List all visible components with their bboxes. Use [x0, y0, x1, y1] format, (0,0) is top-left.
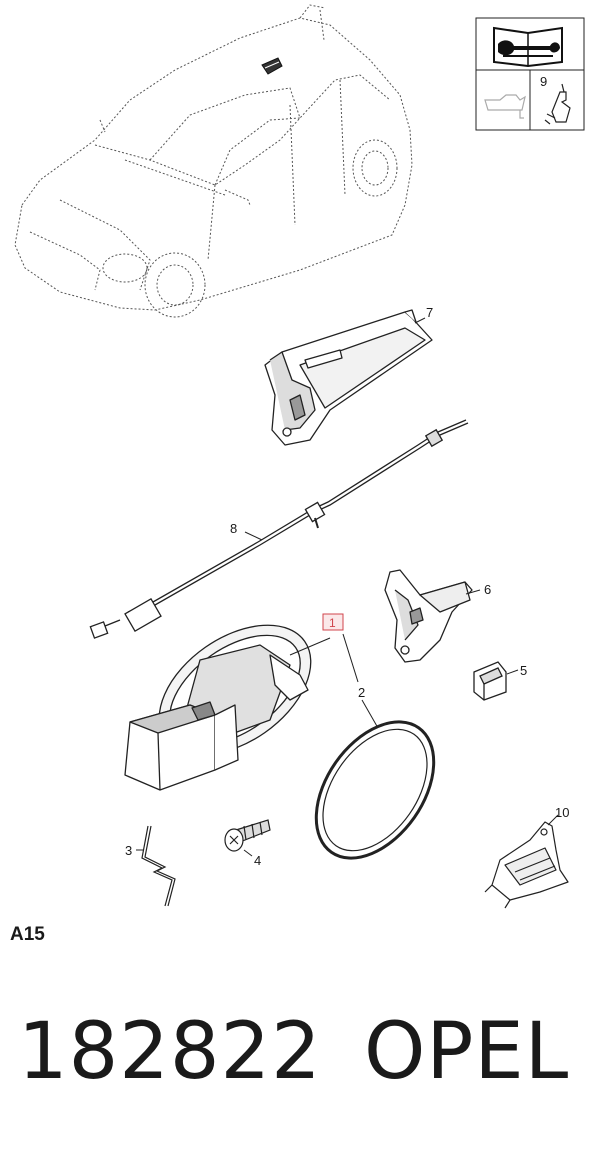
part-7-actuator [264, 309, 433, 446]
callout-1: 1 [329, 616, 336, 630]
callout-9: 9 [540, 74, 547, 89]
manual-book-icon [493, 26, 563, 68]
part-1-filler-housing [124, 624, 312, 791]
car-fuel-flap-marker [261, 57, 283, 75]
part-3-spring [141, 825, 176, 907]
part-6-bracket [384, 569, 473, 663]
callout-8: 8 [230, 521, 237, 536]
callout-5: 5 [520, 663, 527, 678]
callout-4: 4 [254, 853, 261, 868]
part-10-mount [484, 821, 569, 909]
car-outline [14, 4, 413, 318]
oil-can-icon [484, 94, 526, 119]
callout-3: 3 [125, 843, 132, 858]
callout-6: 6 [484, 582, 491, 597]
footer: 182822 OPEL [18, 1002, 588, 1102]
callout-10: 10 [555, 805, 569, 820]
brand-name: OPEL [364, 1007, 570, 1097]
part-8-cable [89, 419, 469, 639]
callout-7: 7 [426, 305, 433, 320]
grease-tube-icon [544, 83, 571, 125]
part-number: 182822 [18, 1007, 322, 1097]
part-4-screw [224, 819, 271, 852]
callout-2: 2 [358, 685, 365, 700]
part-5-clip [473, 661, 507, 701]
part-2-seal-ring [314, 720, 436, 860]
section-code: A15 [10, 924, 45, 945]
